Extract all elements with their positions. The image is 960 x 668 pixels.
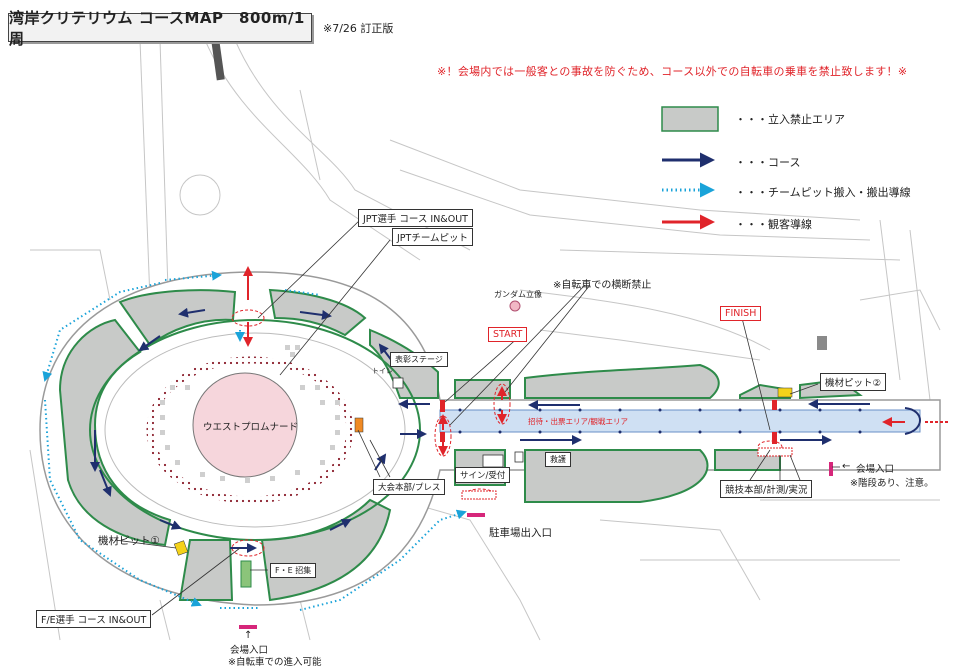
first-aid-booth: [514, 451, 524, 463]
toilet-label: トイレ: [372, 367, 393, 375]
no-crossing-label: ※自転車での横断禁止: [553, 280, 652, 291]
start-line-bottom: [440, 432, 445, 442]
no-crossing-zones: [231, 309, 783, 557]
finish-label: FINISH: [720, 306, 762, 321]
spectator-area-label: 招待・出票エリア/観戦エリア: [528, 417, 629, 426]
arrow-up-icon: ↑: [244, 630, 253, 641]
sign-booth: [461, 490, 497, 500]
parking-entrance-marker: [467, 513, 485, 517]
finish-line-top: [772, 400, 777, 410]
fe-assembly-label: F・E 招集: [270, 563, 317, 578]
lane-dots: [458, 408, 862, 434]
equipment-pit-2-marker: [777, 387, 793, 398]
right-building: [817, 336, 827, 350]
west-promenade-plaza: [192, 372, 298, 478]
stage-box: [392, 377, 404, 389]
leader-lines: [114, 219, 840, 616]
title-note: ※7/26 訂正版: [323, 22, 394, 35]
jpt-course-label: JPT選手 コース IN&OUT: [358, 209, 473, 227]
spectator-routes: [243, 266, 948, 456]
start-label: START: [488, 327, 528, 342]
equipment-pit-2-label: 機材ピット②: [820, 373, 887, 391]
start-line: [440, 400, 445, 412]
west-promenade-label: ウエストプロムナード: [203, 422, 299, 433]
venue-entrance-bottom-label: 会場入口: [230, 645, 269, 656]
gundam-label: ガンダム立像: [494, 290, 542, 299]
entrance-bottom-marker: [239, 625, 257, 629]
fe-course-label: F/E選手 コース IN&OUT: [36, 610, 152, 628]
steps-note: ※階段あり、注意。: [850, 478, 934, 489]
legend-spectator-label: ・・・観客導線: [735, 218, 812, 231]
legend-pit-label: ・・・チームピット搬入・搬出導線: [735, 186, 911, 199]
info-booth: [482, 454, 504, 468]
dotted-ring: [146, 356, 354, 504]
legend-restricted-swatch: [661, 106, 719, 132]
fe-assembly-area: [240, 560, 252, 588]
legend-course-label: ・・・コース: [735, 156, 801, 169]
team-pit-routes: [42, 270, 467, 611]
gundam-statue-marker: [509, 300, 521, 312]
equipment-pit-1-marker: [173, 540, 189, 556]
venue-entrance-right-label: 会場入口: [856, 464, 895, 475]
equipment-pit-1-label: 機材ピット①: [98, 535, 160, 547]
spectator-area: [439, 409, 921, 433]
background-map-lines: [29, 39, 941, 641]
hq-building: [354, 417, 364, 433]
u-turn-right: [904, 407, 921, 435]
hq-press-label: 大会本部/プレス: [373, 479, 446, 495]
officials-booth: [757, 447, 793, 457]
entrance-right-marker: [829, 462, 833, 476]
course-arrows: [90, 307, 870, 553]
no-riding-warning: ※！会場内では一般客との事故を防ぐため、コース以外での自転車の乗車を禁止致します…: [437, 65, 908, 78]
stage-label: 表彰ステージ: [390, 352, 448, 367]
officials-label: 競技本部/計測/実況: [720, 480, 813, 498]
jpt-pit-label: JPTチームピット: [392, 228, 474, 246]
finish-line: [772, 432, 777, 444]
parking-entrance-label: 駐車場出入口: [489, 527, 552, 539]
entry-note: ※自転車での進入可能: [228, 657, 322, 668]
first-aid-label: 救護: [545, 452, 571, 467]
sign-reception-label: サイン/受付: [455, 467, 511, 483]
building-marker: [211, 39, 225, 81]
arrow-left-icon: ←: [842, 461, 851, 472]
map-title: 湾岸クリテリウム コースMAP 800m/1周: [8, 9, 312, 48]
legend-restricted-label: ・・・立入禁止エリア: [735, 113, 845, 126]
seating-squares: [160, 345, 340, 483]
